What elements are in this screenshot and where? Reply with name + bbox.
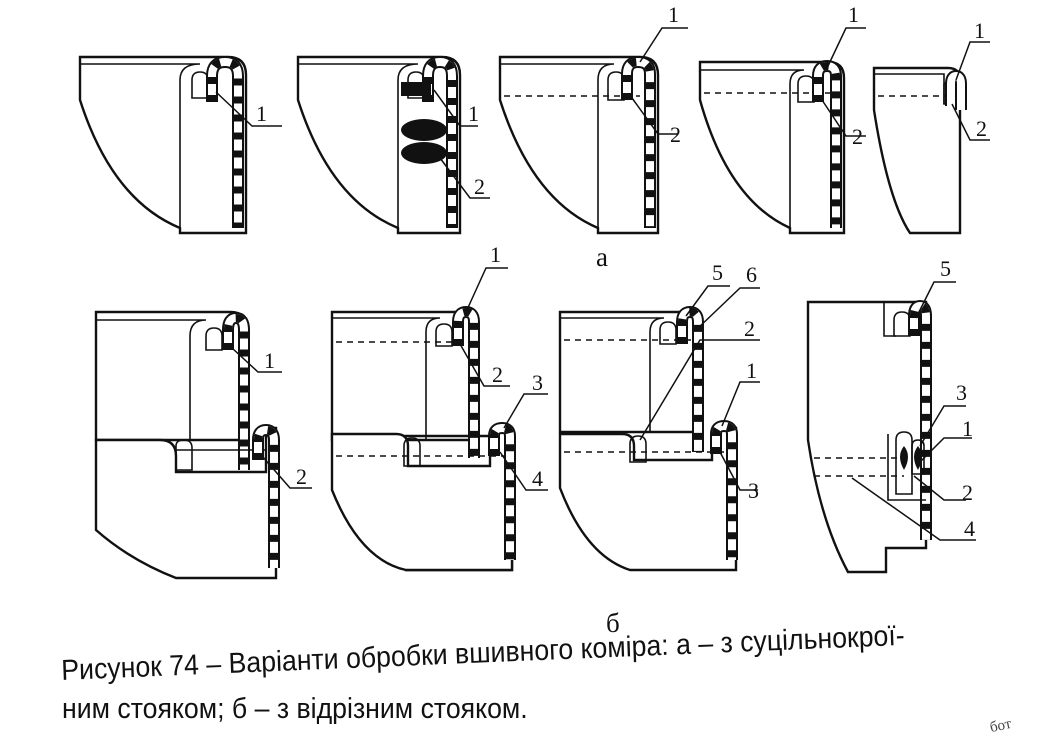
diagram-b4: 5 3 1 2 4 xyxy=(806,256,976,574)
caption-line-2: ним стояком; б – з відрізним стояком. xyxy=(62,693,528,725)
diagram-a4: 1 2 xyxy=(698,2,866,235)
callout-a2-1: 1 xyxy=(468,101,479,126)
callout-b2-4: 4 xyxy=(532,466,543,491)
callout-a3-2: 2 xyxy=(670,122,681,147)
callout-a4-2: 2 xyxy=(852,124,863,149)
diagram-a3: 1 2 xyxy=(498,2,688,235)
callout-b1-1: 1 xyxy=(264,348,275,373)
callout-b4-1: 1 xyxy=(962,416,973,441)
diagram-b2: 1 2 3 4 xyxy=(330,242,548,572)
callout-a5-2: 2 xyxy=(976,116,987,141)
callout-a5-1: 1 xyxy=(974,18,985,43)
callout-b3-6: 6 xyxy=(746,262,757,287)
diagram-b1: 1 2 xyxy=(94,310,312,580)
callout-a2-2: 2 xyxy=(474,174,485,199)
callout-b2-3: 3 xyxy=(532,370,543,395)
figure-caption: Рисунок 74 – Варіанти обробки вшивного к… xyxy=(61,620,973,728)
diagram-b3: 5 6 2 1 3 xyxy=(558,260,760,572)
diagram-a5: 1 2 xyxy=(872,18,990,235)
callout-b2-1: 1 xyxy=(490,242,501,267)
callout-b4-3: 3 xyxy=(956,380,967,405)
callout-b1-2: 2 xyxy=(296,464,307,489)
callout-b4-2: 2 xyxy=(962,480,973,505)
callout-b3-2: 2 xyxy=(744,316,755,341)
callout-a4-1: 1 xyxy=(848,2,859,27)
callout-b4-4: 4 xyxy=(964,516,975,541)
callout-b4-5: 5 xyxy=(940,256,951,281)
callout-a3-1: 1 xyxy=(668,2,679,27)
sublabel-a: а xyxy=(596,242,608,272)
diagram-a2: 1 2 xyxy=(296,55,490,235)
callout-b3-1: 1 xyxy=(746,358,757,383)
callout-b3-3: 3 xyxy=(748,478,759,503)
callout-a1-1: 1 xyxy=(256,101,267,126)
diagram-a1: 1 xyxy=(78,55,282,235)
callout-b2-2: 2 xyxy=(492,362,503,387)
callout-b3-5: 5 xyxy=(712,260,723,285)
sublabel-b: б xyxy=(606,608,620,638)
